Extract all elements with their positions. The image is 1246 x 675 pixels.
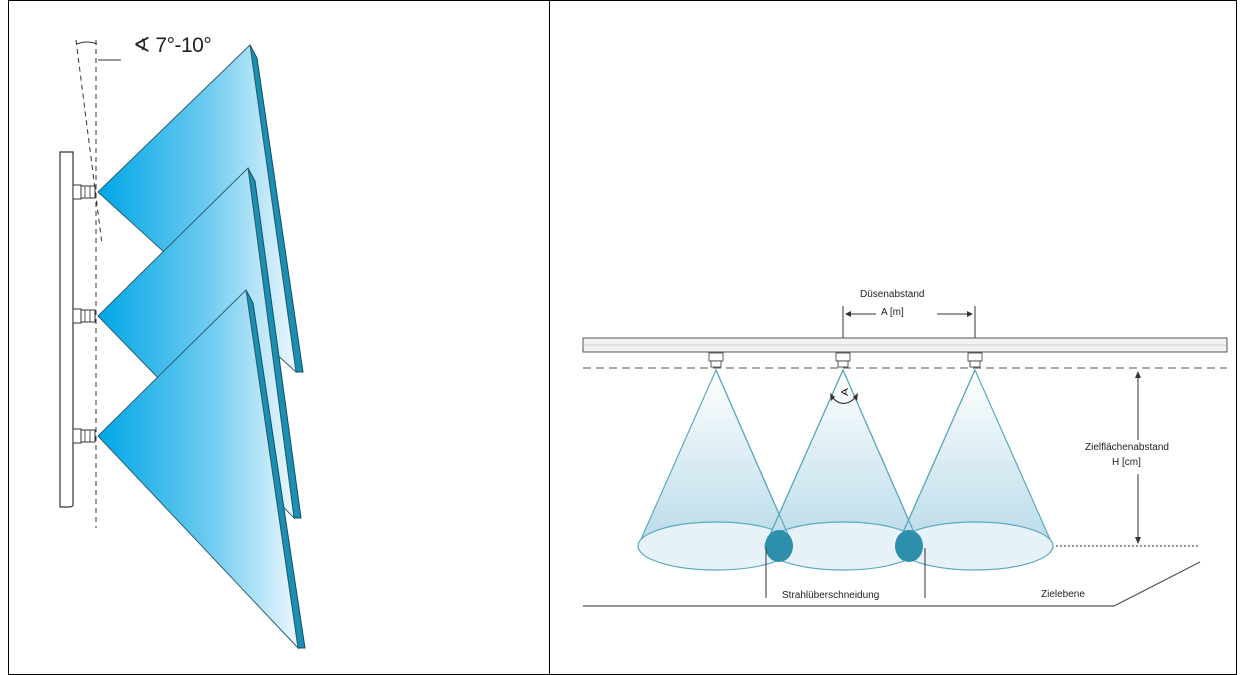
overlap-zone-left xyxy=(765,530,793,562)
nozzle-c xyxy=(967,352,983,368)
cone-angle-symbol: ∢ xyxy=(840,387,850,399)
tilted-reference-line xyxy=(75,39,103,245)
nozzle-middle xyxy=(72,308,96,324)
nozzle-a xyxy=(708,352,724,368)
overlap-label: Strahlüberschneidung xyxy=(780,590,882,601)
spray-angle-label: ∢ 7°-10° xyxy=(133,34,212,57)
overlap-zone-right xyxy=(895,530,923,562)
nozzle-bottom xyxy=(72,428,96,444)
mounting-bar xyxy=(59,151,74,508)
nozzle-spacing-label: Düsenabstand xyxy=(860,289,925,300)
nozzle-top xyxy=(72,184,96,200)
nozzle-b xyxy=(835,352,851,368)
angle-arc xyxy=(76,41,98,45)
nozzle-spacing-unit: A [m] xyxy=(881,307,904,318)
spray-cone-left xyxy=(637,368,795,571)
spray-cone-right xyxy=(896,368,1054,571)
spray-fan-bottom xyxy=(97,288,306,650)
target-plane xyxy=(583,561,1201,607)
target-plane-label: Zielebene xyxy=(1041,589,1085,600)
cone-angle-arc xyxy=(831,396,857,405)
target-distance-unit: H [cm] xyxy=(1112,457,1141,468)
target-distance-label: Zielflächenabstand xyxy=(1085,442,1169,453)
